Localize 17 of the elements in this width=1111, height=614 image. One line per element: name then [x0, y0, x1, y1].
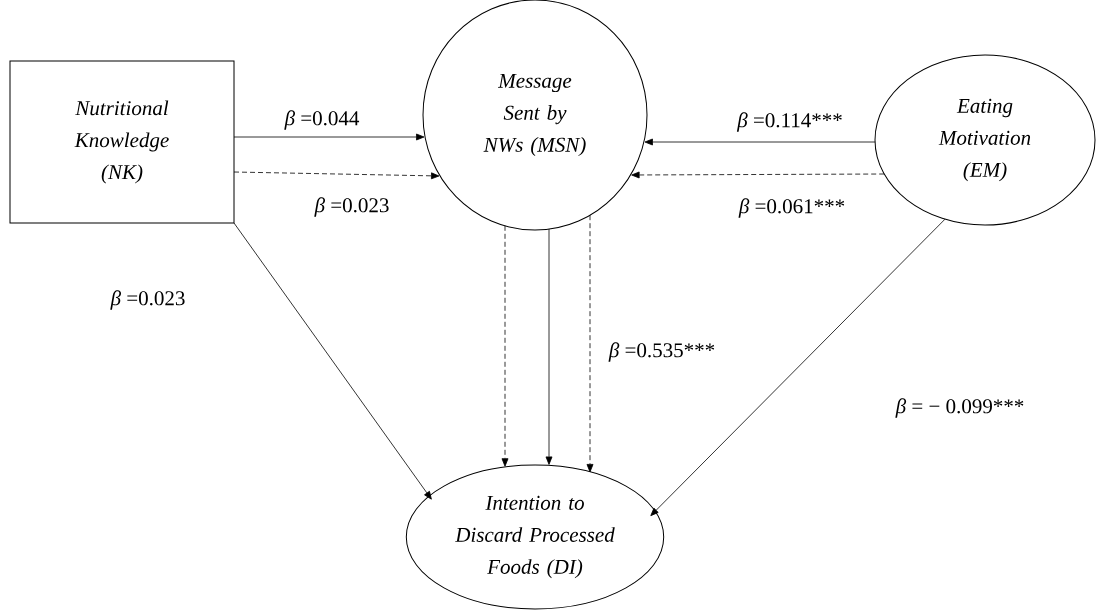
arrow: [631, 171, 885, 179]
arrow: [650, 218, 946, 517]
edge-label: β =0.044: [283, 109, 361, 131]
concept-box: Nutritional Knowledge (NK): [9, 60, 235, 224]
arrow: [233, 222, 432, 500]
edge-label: β =0.023: [109, 289, 187, 311]
arrow: [233, 133, 425, 141]
edge-label: β =0.535***: [607, 341, 717, 363]
arrow: [233, 171, 440, 180]
arrow: [501, 225, 509, 467]
edge-label: β =0.061***: [737, 197, 847, 219]
arrow: [586, 214, 594, 473]
arrow: [545, 228, 553, 465]
arrow: [644, 138, 876, 146]
edge-label: β =0.023: [313, 196, 391, 218]
edge-label: β = − 0.099***: [894, 397, 1026, 419]
edge-label: β =0.114***: [736, 111, 844, 133]
